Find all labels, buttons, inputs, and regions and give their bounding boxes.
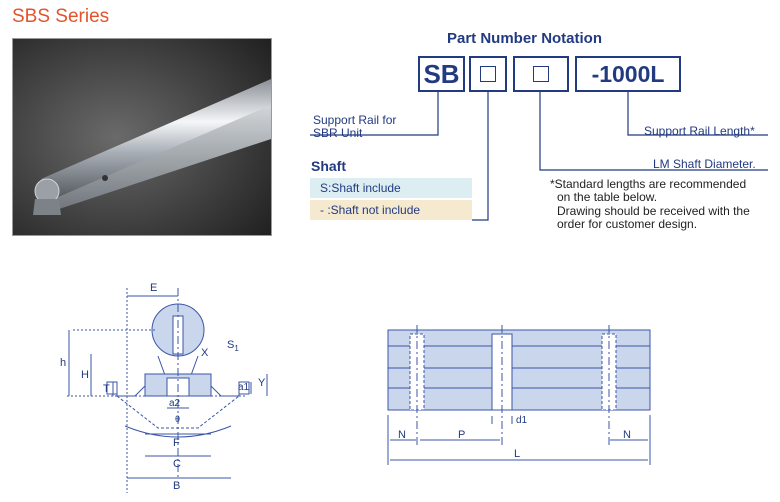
label-support-rail-line1: Support Rail for bbox=[313, 113, 397, 127]
shaft-title: Shaft bbox=[311, 158, 346, 174]
note-line-1: *Standard lengths are recommended bbox=[550, 177, 747, 191]
notation-box-length: -1000L bbox=[575, 56, 681, 92]
label-rail-length: Support Rail Length* bbox=[644, 124, 755, 138]
note-line-4: order for customer design. bbox=[557, 217, 698, 231]
notation-box-shaft bbox=[469, 56, 507, 92]
dim-B: B bbox=[173, 480, 180, 492]
dim-P: P bbox=[458, 429, 465, 441]
dim-theta: θ bbox=[175, 414, 180, 424]
series-title: SBS Series bbox=[12, 6, 110, 27]
dim-L: L bbox=[514, 448, 520, 460]
label-support-rail-line2: SBR Unit bbox=[313, 126, 363, 140]
dim-N-right: N bbox=[623, 429, 631, 441]
dim-T: T bbox=[103, 383, 110, 395]
dim-F: F bbox=[173, 437, 180, 449]
support-rail-image bbox=[13, 39, 271, 235]
shaft-option-not-include: - :Shaft not include bbox=[310, 200, 472, 220]
dim-a1: a1 bbox=[238, 382, 250, 393]
cross-section-drawing: E h H T X S1 a1 Y a2 θ F C B bbox=[60, 282, 268, 493]
notation-sb-text: SB bbox=[423, 58, 460, 89]
dim-N-left: N bbox=[398, 429, 406, 441]
dim-Y: Y bbox=[258, 377, 266, 389]
shaft-option-include: S:Shaft include bbox=[310, 178, 472, 198]
dim-X: X bbox=[201, 347, 209, 359]
notation-length-text: -1000L bbox=[591, 60, 665, 87]
dim-C: C bbox=[173, 458, 181, 470]
dim-h: h bbox=[60, 357, 66, 369]
dim-H: H bbox=[81, 369, 89, 381]
dim-S1: S1 bbox=[227, 339, 239, 353]
diameter-placeholder-square bbox=[533, 66, 549, 82]
notation-connector-lines bbox=[310, 92, 768, 221]
notation-box-diameter bbox=[513, 56, 569, 92]
note-line-3: Drawing should be received with the bbox=[557, 204, 750, 218]
note-line-2: on the table below. bbox=[557, 190, 658, 204]
part-number-notation-title: Part Number Notation bbox=[447, 30, 603, 47]
product-photo bbox=[12, 38, 272, 236]
label-shaft-diameter: LM Shaft Diameter. bbox=[653, 157, 756, 171]
shaft-placeholder-square bbox=[480, 66, 496, 82]
dim-a2: a2 bbox=[169, 398, 181, 409]
dim-d1: d1 bbox=[516, 415, 528, 426]
dim-E: E bbox=[150, 282, 157, 294]
notation-box-sb: SB bbox=[418, 56, 465, 92]
side-view-drawing: N P d1 N L bbox=[387, 325, 651, 465]
